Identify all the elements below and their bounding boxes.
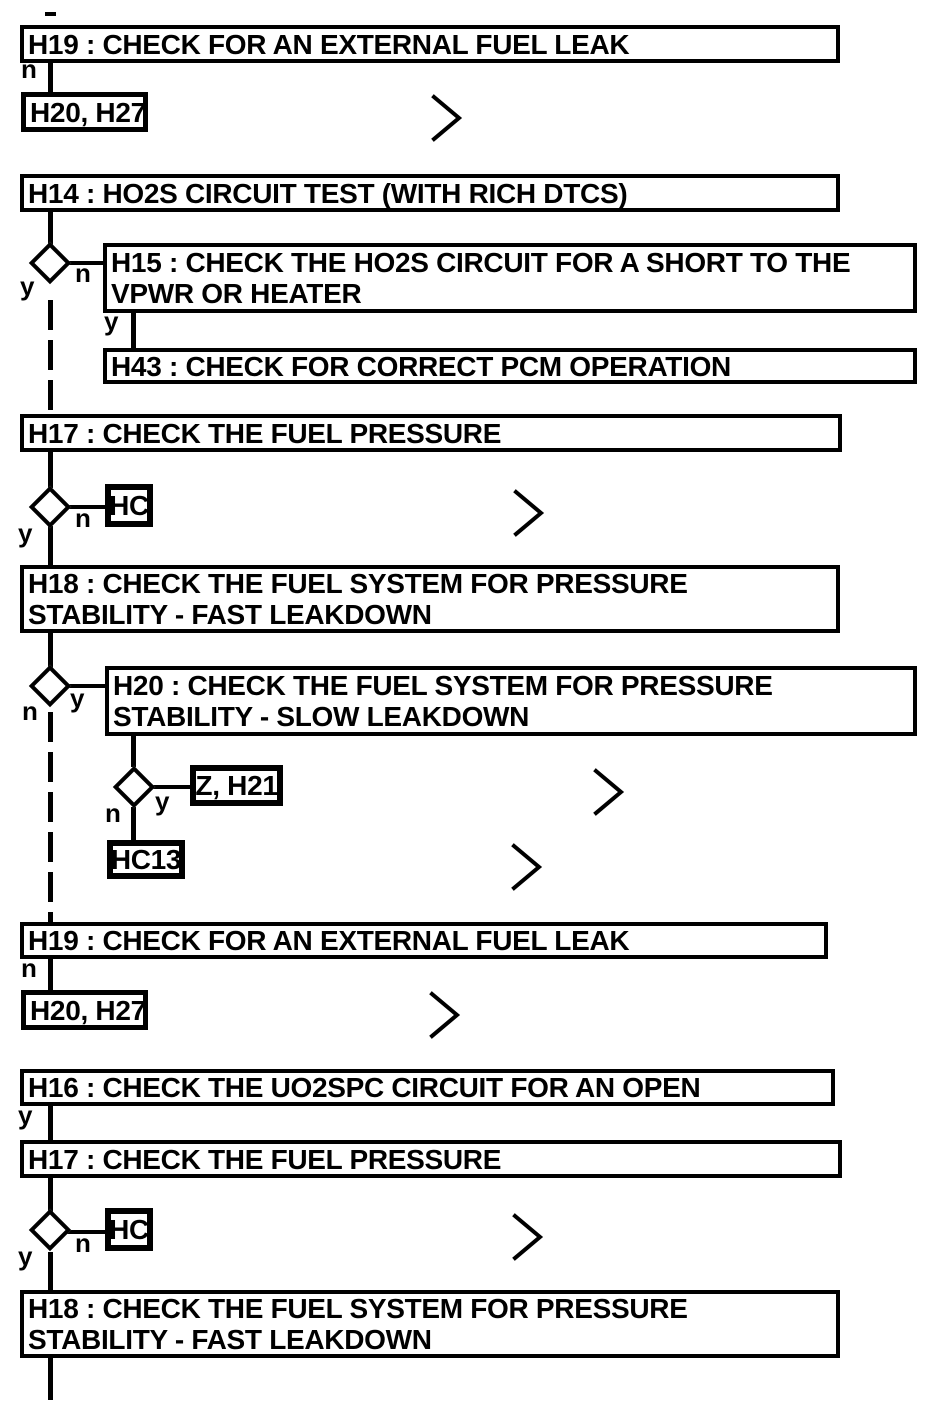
branch-label-no: n [21, 953, 37, 983]
decision-diamond-h17-bot [28, 1208, 72, 1252]
flow-box-hc-bot: HC [105, 1208, 153, 1251]
flow-box-label: STABILITY - FAST LEAKDOWN [28, 1324, 432, 1355]
flow-box-hc-top: HC [105, 484, 153, 527]
flow-box-label: H43 : CHECK FOR CORRECT PCM OPERATION [111, 350, 731, 382]
connector-diamond5-to-h18 [48, 1252, 53, 1292]
flow-box-label: HC [109, 1214, 149, 1245]
flow-box-h20h27-top: H20, H27 [21, 92, 148, 132]
offpage-chevron [511, 843, 543, 891]
flow-box-h18-bot: H18 : CHECK THE FUEL SYSTEM FOR PRESSURE… [20, 1290, 840, 1358]
flow-box-h17-top: H17 : CHECK THE FUEL PRESSURE [20, 414, 842, 452]
flow-box-label: STABILITY - FAST LEAKDOWN [28, 599, 432, 630]
flow-box-label: H17 : CHECK THE FUEL PRESSURE [28, 417, 502, 449]
offpage-chevron [429, 991, 461, 1039]
flow-box-label: H20 : CHECK THE FUEL SYSTEM FOR PRESSURE [113, 670, 773, 701]
dashed-connector-diamond1-to-h17 [48, 300, 53, 415]
branch-label-yes: y [20, 271, 35, 301]
connector-h15-to-h43 [131, 311, 136, 351]
connector-diamond4-to-zh21 [150, 785, 193, 789]
dashed-connector-stub-top [45, 12, 56, 16]
flow-box-h20: H20 : CHECK THE FUEL SYSTEM FOR PRESSURE… [105, 666, 917, 736]
branch-label-yes: y [18, 518, 33, 548]
flow-box-label: H18 : CHECK THE FUEL SYSTEM FOR PRESSURE [28, 1293, 688, 1324]
connector-h17-to-diamond2 [48, 448, 53, 488]
branch-label-yes: y [104, 306, 119, 336]
flow-box-label: H19 : CHECK FOR AN EXTERNAL FUEL LEAK [28, 925, 630, 956]
flow-box-h15: H15 : CHECK THE HO2S CIRCUIT FOR A SHORT… [103, 243, 917, 313]
branch-label-no: n [75, 258, 91, 288]
flow-box-label: H19 : CHECK FOR AN EXTERNAL FUEL LEAK [28, 28, 630, 60]
connector-h14-to-diamond1 [48, 210, 53, 245]
flow-box-h14: H14 : HO2S CIRCUIT TEST (WITH RICH DTCS) [20, 174, 840, 212]
decision-diamond-h17-top [28, 485, 72, 529]
connector-diamond2-to-h18 [48, 526, 53, 567]
flow-box-label: HC13 [110, 844, 182, 875]
flow-box-label: H20, H27 [30, 96, 146, 128]
flow-box-label: H14 : HO2S CIRCUIT TEST (WITH RICH DTCS) [28, 177, 628, 209]
flow-box-label: Z, H21 [195, 770, 278, 801]
connector-diamond2-to-hc [66, 505, 108, 509]
flow-box-zh21: Z, H21 [190, 765, 283, 806]
flow-box-h18-top: H18 : CHECK THE FUEL SYSTEM FOR PRESSURE… [20, 565, 840, 633]
connector-h16-to-h17 [48, 1103, 53, 1142]
flow-box-label: STABILITY - SLOW LEAKDOWN [113, 701, 530, 732]
connector-h19mid-to-h20h27 [48, 956, 53, 992]
connector-h17-to-diamond5 [48, 1175, 53, 1212]
connector-diamond5-to-hc [66, 1230, 108, 1234]
connector-diamond4-to-hc13 [131, 807, 136, 842]
flow-box-h43: H43 : CHECK FOR CORRECT PCM OPERATION [103, 348, 917, 384]
flow-box-label: H20, H27 [30, 994, 146, 1026]
flow-box-label: H16 : CHECK THE UO2SPC CIRCUIT FOR AN OP… [28, 1072, 701, 1103]
flow-box-label: HC [109, 490, 149, 521]
flow-box-hc13: HC13 [107, 840, 185, 879]
decision-diamond-h14 [28, 241, 72, 285]
connector-h18-to-diamond3 [48, 631, 53, 668]
flow-box-label: VPWR OR HEATER [111, 278, 362, 309]
branch-label-no: n [75, 1228, 91, 1258]
branch-label-yes: y [18, 1241, 33, 1271]
connector-h18bot-exit [48, 1356, 53, 1400]
branch-label-no: n [21, 54, 37, 84]
dashed-connector-diamond3-to-h19 [48, 712, 53, 922]
branch-label-yes: y [70, 683, 85, 713]
connector-h20-to-diamond4 [131, 734, 136, 767]
flow-box-h17-bot: H17 : CHECK THE FUEL PRESSURE [20, 1140, 842, 1178]
connector-diamond1-to-h15 [66, 261, 106, 265]
branch-label-no: n [22, 696, 38, 726]
offpage-chevron [593, 768, 625, 816]
flow-box-h19-top: H19 : CHECK FOR AN EXTERNAL FUEL LEAK [20, 25, 840, 63]
branch-label-no: n [75, 503, 91, 533]
flow-box-h20h27-mid: H20, H27 [21, 990, 148, 1030]
flow-box-label: H18 : CHECK THE FUEL SYSTEM FOR PRESSURE [28, 568, 688, 599]
connector-h19top-to-h20h27 [48, 61, 53, 94]
flow-box-h16: H16 : CHECK THE UO2SPC CIRCUIT FOR AN OP… [20, 1069, 835, 1106]
branch-label-no: n [105, 798, 121, 828]
flow-box-h19-mid: H19 : CHECK FOR AN EXTERNAL FUEL LEAK [20, 922, 828, 959]
offpage-chevron [512, 1213, 544, 1261]
offpage-chevron [513, 489, 545, 537]
offpage-chevron [431, 94, 463, 142]
flow-box-label: H15 : CHECK THE HO2S CIRCUIT FOR A SHORT… [111, 247, 851, 278]
flow-box-label: H17 : CHECK THE FUEL PRESSURE [28, 1143, 502, 1175]
branch-label-yes: y [18, 1100, 33, 1130]
branch-label-yes: y [155, 786, 170, 816]
connector-diamond3-to-h20 [66, 684, 108, 688]
